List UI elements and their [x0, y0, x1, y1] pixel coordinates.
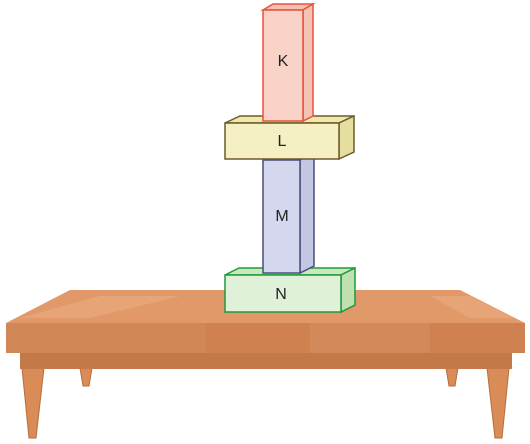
- block-m-side: [299, 151, 315, 275]
- block-l-side: [338, 114, 355, 161]
- table-front-shade-1: [6, 323, 206, 353]
- table-apron: [20, 352, 512, 369]
- block-l-front: [224, 122, 340, 160]
- table-leg-front-right: [486, 367, 510, 439]
- table-top-highlight-2: [430, 296, 515, 318]
- block-m-front: [262, 159, 301, 274]
- table-leg-back-left: [79, 367, 93, 387]
- block-l: L: [224, 114, 355, 161]
- block-l-label: L: [278, 133, 287, 150]
- block-k-label: K: [278, 53, 289, 70]
- table: [6, 290, 525, 439]
- table-front-shade-2: [310, 323, 430, 353]
- block-m-label: M: [275, 208, 288, 225]
- block-k-front: [262, 9, 304, 122]
- table-leg-front-left: [21, 367, 45, 439]
- table-leg-back-right: [445, 367, 459, 387]
- block-n-side: [340, 266, 356, 314]
- block-n-front: [224, 274, 342, 313]
- block-k: K: [260, 2, 316, 123]
- block-n-label: N: [275, 286, 287, 303]
- block-n: N: [224, 266, 356, 314]
- table-top-highlight: [20, 296, 180, 318]
- block-k-side: [302, 2, 314, 123]
- block-m: M: [262, 151, 315, 275]
